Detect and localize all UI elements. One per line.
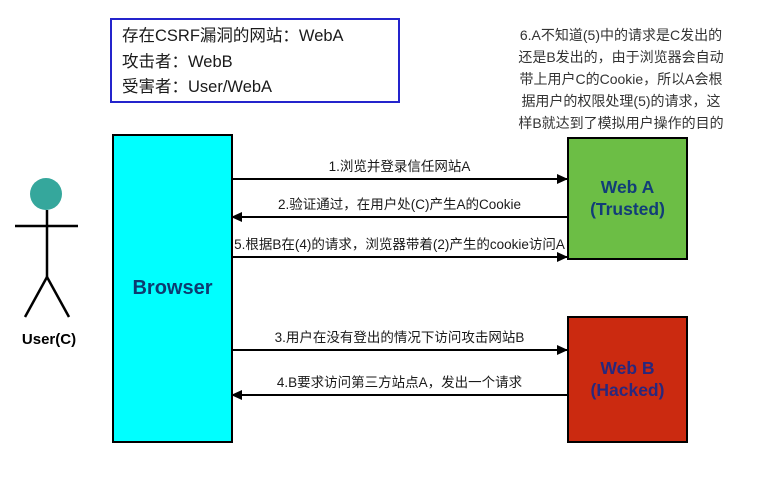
arrow-line [232, 349, 567, 351]
arrow-left-icon [231, 390, 242, 400]
web-b-node-subtitle: (Hacked) [590, 379, 665, 400]
web-b-node-title: Web B [600, 357, 655, 378]
arrow-left-icon [231, 212, 242, 222]
message-arrow-4: 4.B要求访问第三方站点A，发出一个请求 [231, 370, 567, 400]
arrow-line [232, 178, 567, 180]
note-line: 还是B发出的，由于浏览器会自动 [518, 49, 724, 65]
message-label-2: 2.验证通过，在用户处(C)产生A的Cookie [277, 197, 522, 212]
info-box: 存在CSRF漏洞的网站：WebA 攻击者：WebB 受害者：User/WebA [110, 18, 400, 103]
message-arrow-3: 3.用户在没有登出的情况下访问攻击网站B [232, 325, 568, 355]
note-line: 样B就达到了模拟用户操作的目的 [518, 115, 724, 131]
web-a-node-subtitle: (Trusted) [590, 198, 665, 219]
web-a-node: Web A (Trusted) [567, 137, 688, 260]
arrow-line [232, 216, 567, 218]
note-line: 带上用户C的Cookie，所以A会根 [519, 71, 723, 87]
arrow-right-icon [557, 345, 568, 355]
message-label-4: 4.B要求访问第三方站点A，发出一个请求 [276, 375, 523, 390]
message-arrow-2: 2.验证通过，在用户处(C)产生A的Cookie [231, 192, 567, 222]
browser-node: Browser [112, 134, 233, 443]
arrow-line [232, 394, 567, 396]
note-step6: 6.A不知道(5)中的请求是C发出的 还是B发出的，由于浏览器会自动 带上用户C… [478, 24, 764, 134]
message-arrow-5: 5.根据B在(4)的请求，浏览器带着(2)产生的cookie访问A [232, 232, 568, 262]
message-label-3: 3.用户在没有登出的情况下访问攻击网站B [274, 330, 525, 345]
web-b-node: Web B (Hacked) [567, 316, 688, 443]
browser-node-label: Browser [132, 277, 213, 299]
info-line-attacker: 攻击者：WebB [122, 52, 233, 71]
user-actor-label: User(C) [21, 331, 77, 348]
message-label-5: 5.根据B在(4)的请求，浏览器带着(2)产生的cookie访问A [234, 237, 565, 252]
user-actor-icon [15, 178, 78, 318]
info-line-site: 存在CSRF漏洞的网站：WebA [122, 27, 344, 45]
info-line-victim: 受害者：User/WebA [122, 78, 273, 96]
message-arrow-1: 1.浏览并登录信任网站A [232, 154, 568, 184]
arrow-right-icon [557, 174, 568, 184]
note-line: 6.A不知道(5)中的请求是C发出的 [519, 27, 723, 43]
web-a-node-title: Web A [600, 176, 655, 197]
message-label-1: 1.浏览并登录信任网站A [328, 159, 471, 174]
arrow-line [232, 256, 567, 258]
note-line: 据用户的权限处理(5)的请求，这 [521, 93, 721, 109]
arrow-right-icon [557, 252, 568, 262]
